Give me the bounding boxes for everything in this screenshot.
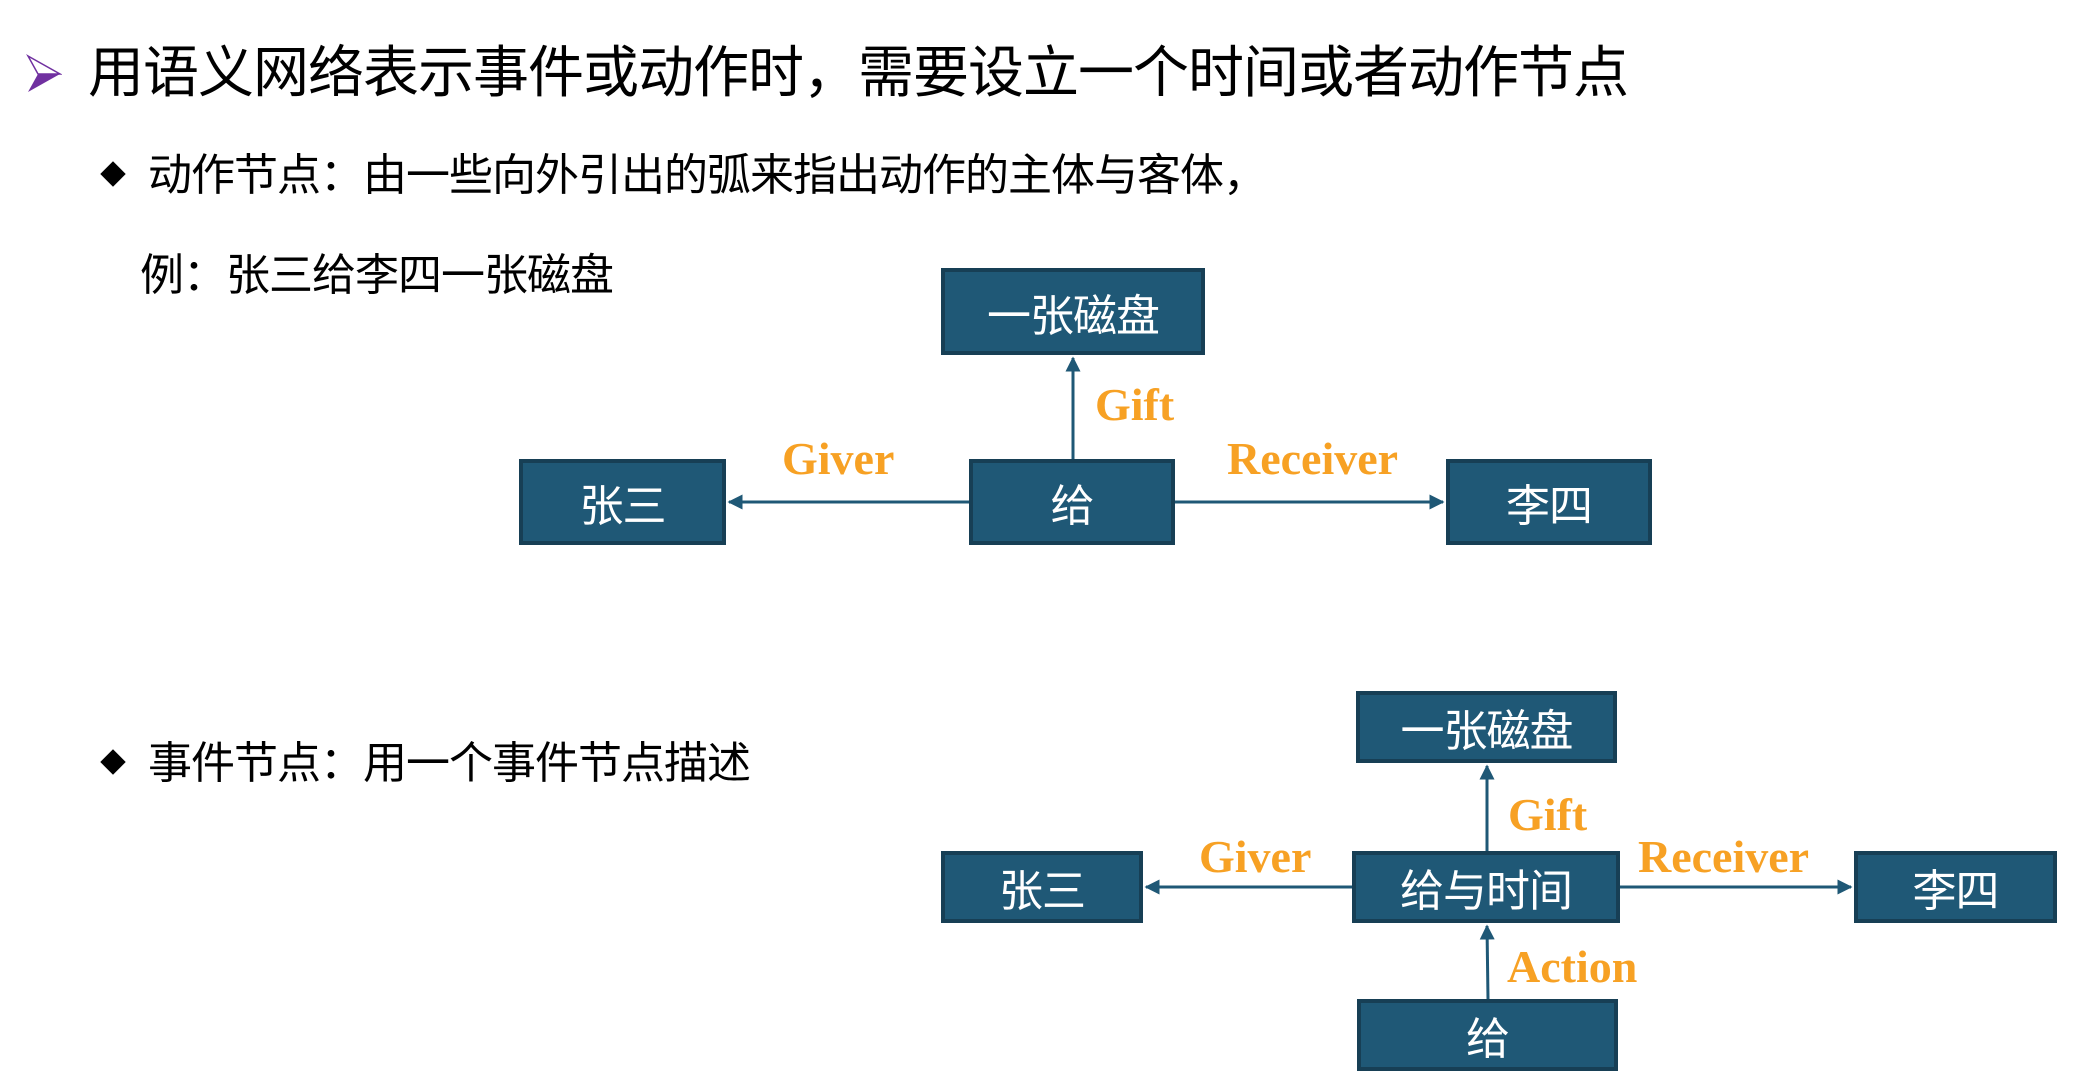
node-object-2: 一张磁盘: [1356, 691, 1617, 763]
edge-label-action-2: Action: [1507, 941, 1638, 992]
edge-label-receiver-1: Receiver: [1227, 433, 1399, 484]
bullet-event-node-text: 事件节点：用一个事件节点描述: [148, 738, 751, 789]
example-text: 例：张三给李四一张磁盘: [140, 250, 614, 301]
edge-label-giver-2: Giver: [1199, 831, 1312, 882]
diamond-bullet-icon: [100, 749, 126, 775]
bullet-action-node-text: 动作节点：由一些向外引出的弧来指出动作的主体与客体，: [148, 150, 1267, 201]
node-giver-2: 张三: [941, 851, 1143, 923]
node-giver-1: 张三: [519, 459, 726, 545]
edge-label-gift-1: Gift: [1095, 379, 1175, 430]
edge-label-receiver-2: Receiver: [1638, 831, 1810, 882]
edge-label-gift-2: Gift: [1508, 789, 1588, 840]
node-receiver-1: 李四: [1446, 459, 1652, 545]
bullet-action-node: 动作节点：由一些向外引出的弧来指出动作的主体与客体，: [100, 148, 1267, 204]
edge-label-giver-1: Giver: [782, 433, 895, 484]
diamond-bullet-icon: [100, 161, 126, 187]
slide-title: 用语义网络表示事件或动作时，需要设立一个时间或者动作节点: [88, 41, 1629, 106]
node-receiver-2: 李四: [1854, 851, 2057, 923]
node-action-2: 给: [1357, 999, 1618, 1071]
edge-action-2: [1479, 924, 1495, 1000]
bullet-event-node: 事件节点：用一个事件节点描述: [100, 736, 751, 792]
node-event-2: 给与时间: [1352, 851, 1620, 923]
node-object-1: 一张磁盘: [941, 268, 1205, 355]
title-arrow-bullet-icon: [26, 54, 62, 92]
node-action-1: 给: [969, 459, 1175, 545]
